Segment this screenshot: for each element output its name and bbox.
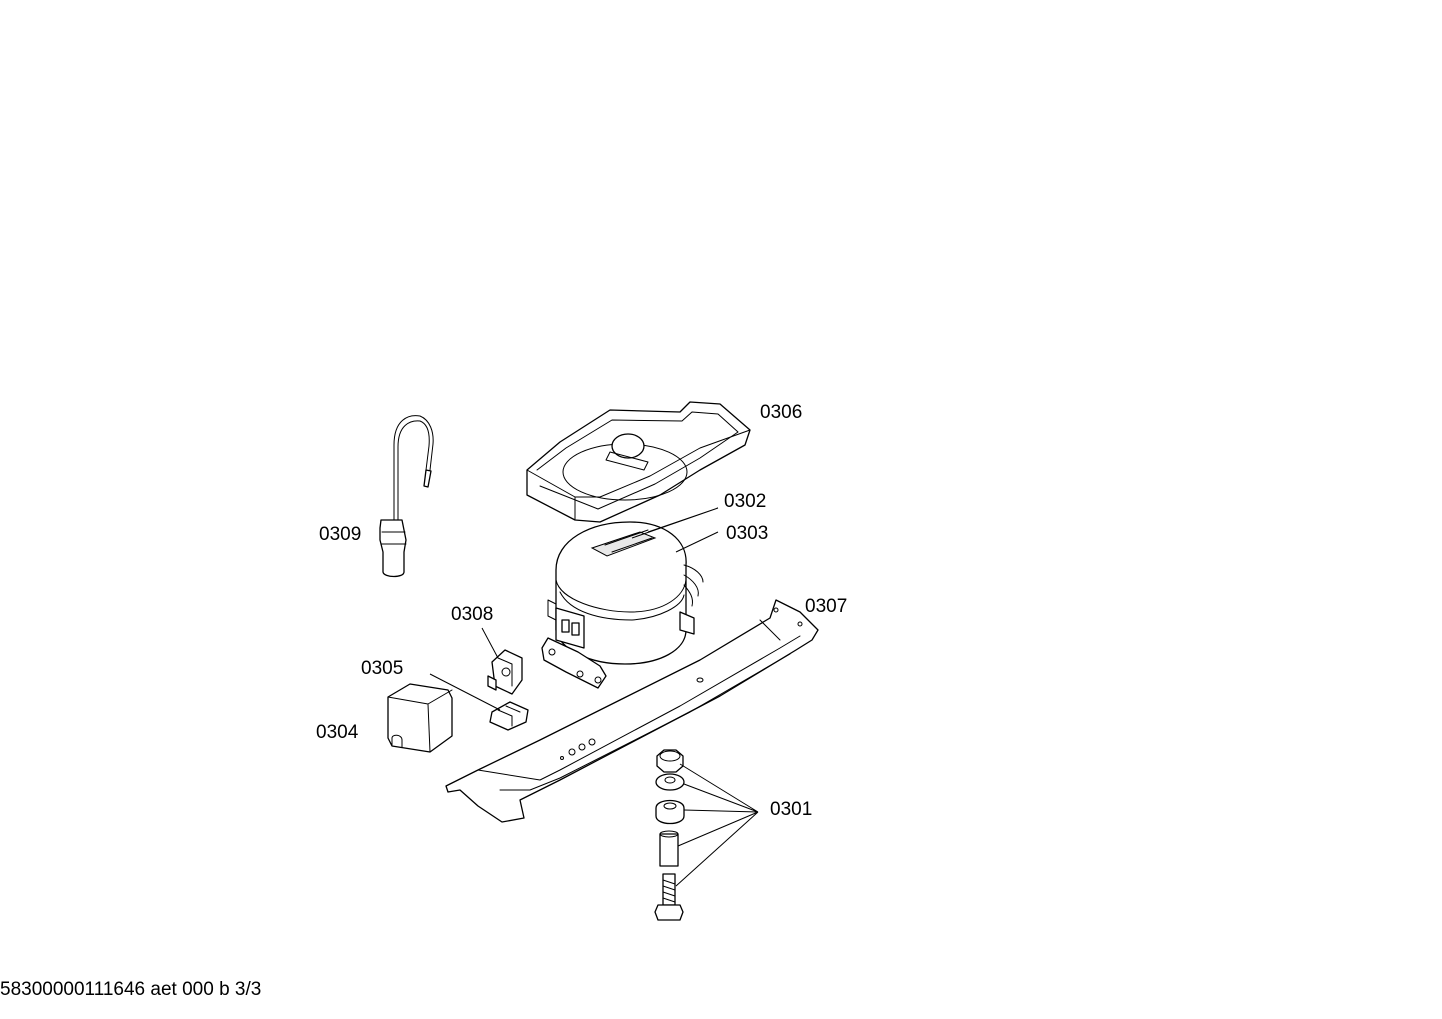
- leader-lines: [429, 507, 759, 887]
- label-0301: 0301: [770, 799, 812, 820]
- label-0309: 0309: [319, 524, 361, 545]
- part-0303-compressor: [541, 521, 704, 689]
- label-0302: 0302: [724, 491, 766, 512]
- label-0303: 0303: [726, 523, 768, 544]
- label-0305: 0305: [361, 658, 403, 679]
- part-0304-cover: [387, 683, 453, 753]
- part-0301-fasteners: [654, 749, 685, 921]
- part-0309-sensor: [379, 415, 434, 578]
- part-0305-connector: [489, 701, 529, 731]
- part-0306-tray: [526, 401, 751, 523]
- label-0307: 0307: [805, 596, 847, 617]
- label-0306: 0306: [760, 402, 802, 423]
- label-0308: 0308: [451, 604, 493, 625]
- part-0307-rail: [445, 599, 819, 823]
- part-0308-relay: [487, 649, 523, 695]
- document-footer: 58300000111646 aet 000 b 3/3: [0, 979, 262, 1000]
- label-0304: 0304: [316, 722, 359, 743]
